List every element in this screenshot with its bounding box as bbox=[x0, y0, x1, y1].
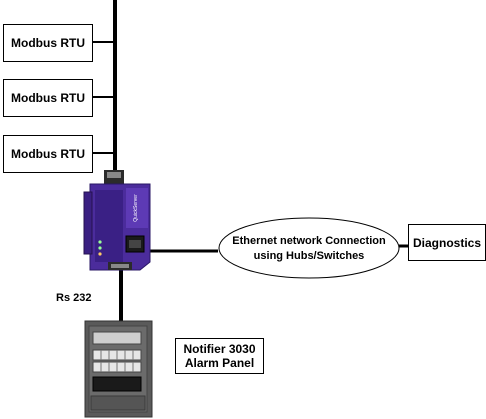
gateway-brand-text: QuickServer bbox=[133, 194, 139, 222]
ethernet-label-line-2: using Hubs/Switches bbox=[253, 250, 365, 262]
modbus-rtu-label: Modbus RTU bbox=[11, 36, 85, 50]
modbus-rtu-box: Modbus RTU bbox=[3, 79, 93, 117]
ethernet-label-line-1: Ethernet network Connection bbox=[232, 235, 386, 247]
modbus-rtu-label: Modbus RTU bbox=[11, 147, 85, 161]
modbus-rtu-label: Modbus RTU bbox=[11, 91, 85, 105]
notifier-label-box: Notifier 3030 Alarm Panel bbox=[175, 338, 264, 374]
rs232-label: Rs 232 bbox=[56, 292, 92, 304]
diagnostics-label: Diagnostics bbox=[412, 235, 481, 250]
modbus-rtu-box: Modbus RTU bbox=[3, 24, 93, 62]
quickserver-gateway: QuickServer bbox=[83, 170, 151, 271]
ethernet-network-label: Ethernet network Connection using Hubs/S… bbox=[218, 218, 400, 280]
diagnostics-box: Diagnostics bbox=[408, 224, 486, 261]
modbus-rtu-box: Modbus RTU bbox=[3, 135, 93, 173]
notifier-label-line-2: Alarm Panel bbox=[184, 356, 255, 370]
notifier-alarm-panel bbox=[84, 320, 153, 418]
notifier-label-line-1: Notifier 3030 bbox=[183, 342, 256, 356]
network-ellipse bbox=[218, 217, 400, 279]
